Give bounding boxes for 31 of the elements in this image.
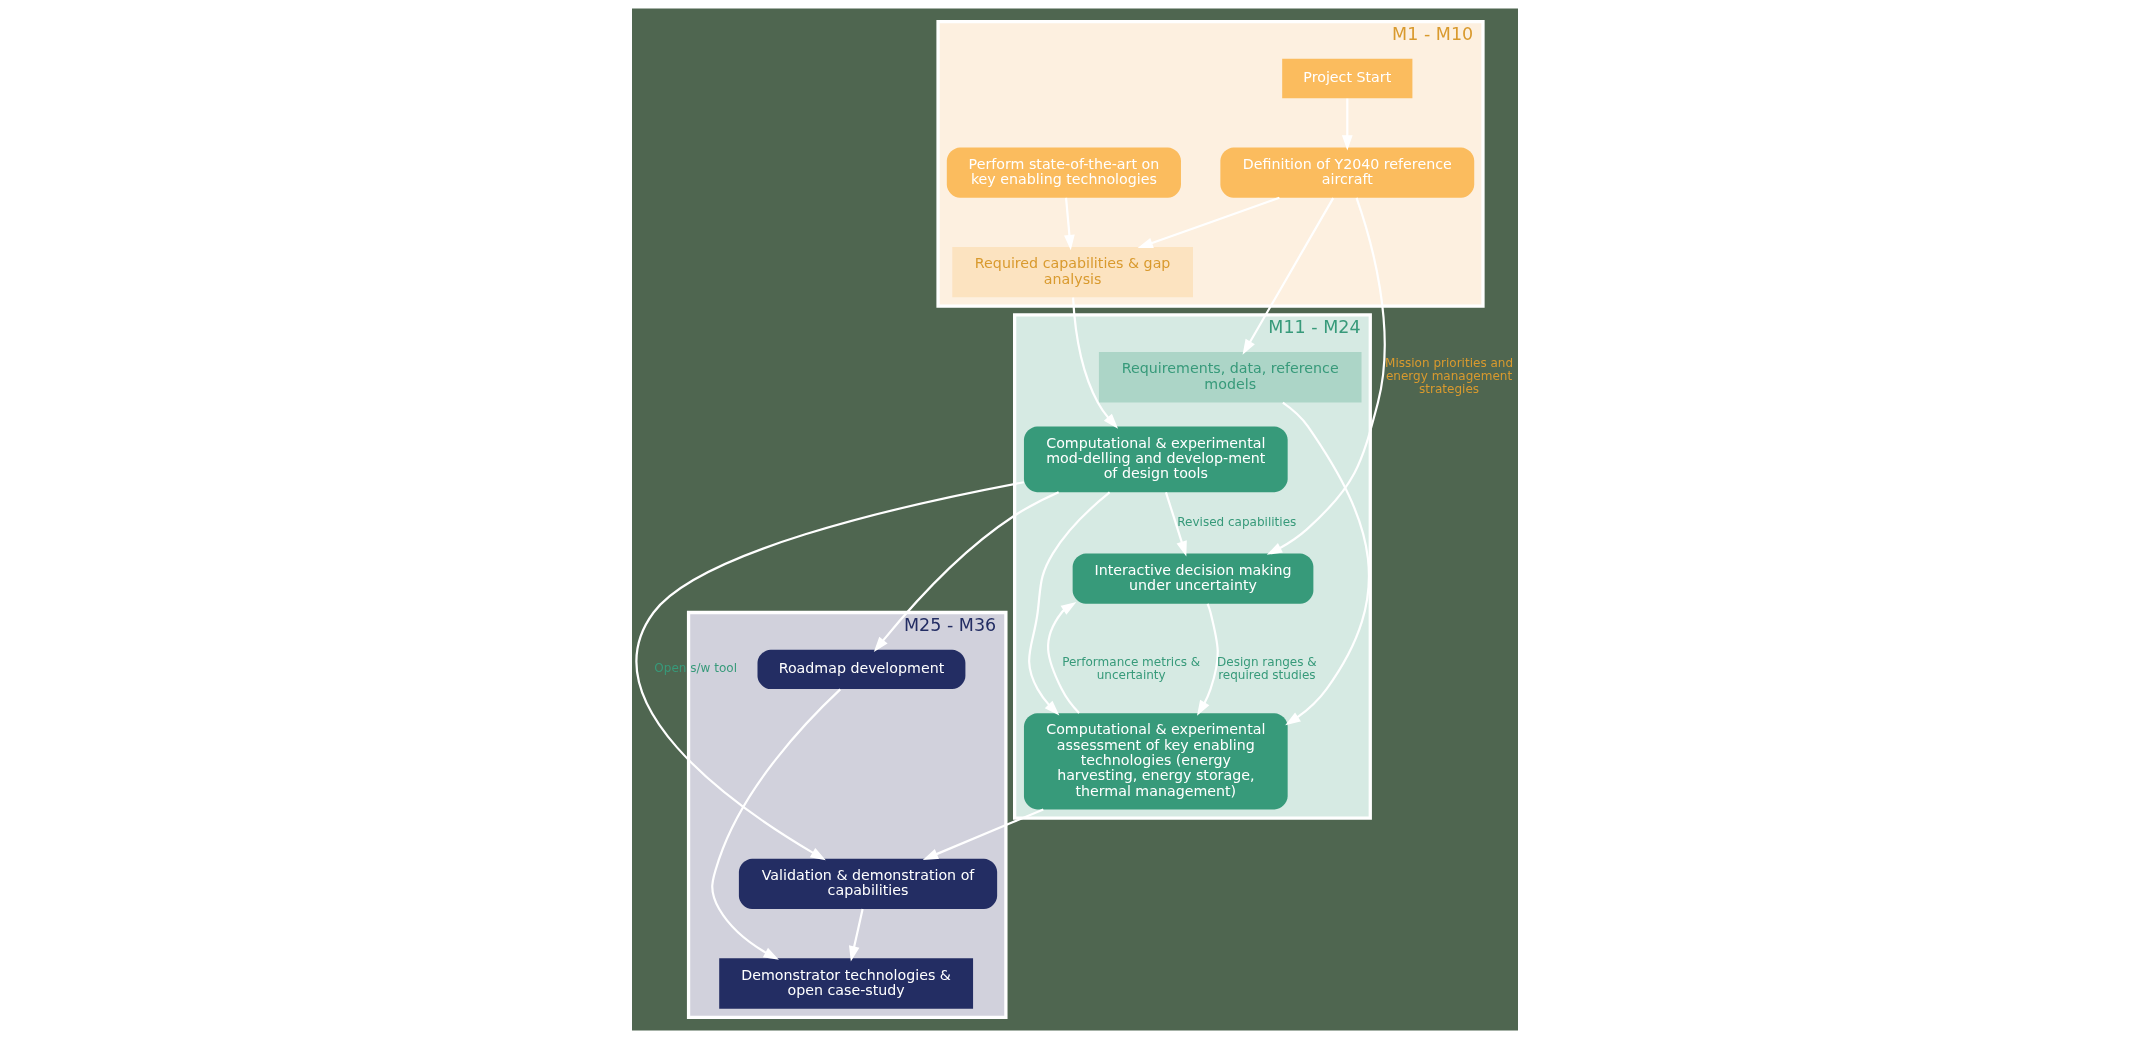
node-box: Project Start xyxy=(1282,58,1413,99)
arrow xyxy=(1282,401,1370,726)
edge-label: Revised capabilities xyxy=(1177,514,1297,529)
node-box: Requirements, data, reference models xyxy=(1098,352,1362,403)
edge-label: Design ranges & required studies xyxy=(1217,654,1317,683)
node-box: Perform state-of-the-art on key enabling technologies xyxy=(946,147,1181,198)
arrow xyxy=(848,908,864,962)
arrow xyxy=(1341,98,1353,151)
node-box: Demonstrator technologies & open case-study xyxy=(719,958,974,1009)
arrow xyxy=(922,808,1044,860)
arrow xyxy=(1047,602,1080,714)
arrow xyxy=(1242,197,1335,355)
arrow xyxy=(1137,196,1280,249)
node-box: Interactive decision making under uncertainty xyxy=(1072,553,1314,604)
arrow xyxy=(711,688,841,960)
arrow xyxy=(873,491,1060,653)
node-box: Computational & experimental assessment of key enabling technologies (energy harvesting, energy storage, thermal management) xyxy=(1023,713,1288,810)
arrow xyxy=(1197,603,1219,716)
node-box: Definition of Y2040 reference aircraft xyxy=(1220,147,1475,198)
arrow xyxy=(635,481,1025,861)
arrow xyxy=(1028,491,1111,716)
node-box: Required capabilities & gap analysis xyxy=(952,247,1193,298)
arrow xyxy=(1064,197,1075,251)
node-box: Roadmap development xyxy=(757,649,966,690)
arrow xyxy=(1071,297,1119,429)
edge-label: Performance metrics & uncertainty xyxy=(1062,654,1201,683)
arrow xyxy=(1164,492,1187,557)
node-box: Validation & demonstration of capabilities xyxy=(738,858,998,910)
arrow xyxy=(1266,197,1386,555)
edge-label: Mission priorities and energy management strategies xyxy=(1385,356,1514,397)
node-box: Computational & experimental mod-delling and develop-ment of design tools xyxy=(1023,426,1288,493)
